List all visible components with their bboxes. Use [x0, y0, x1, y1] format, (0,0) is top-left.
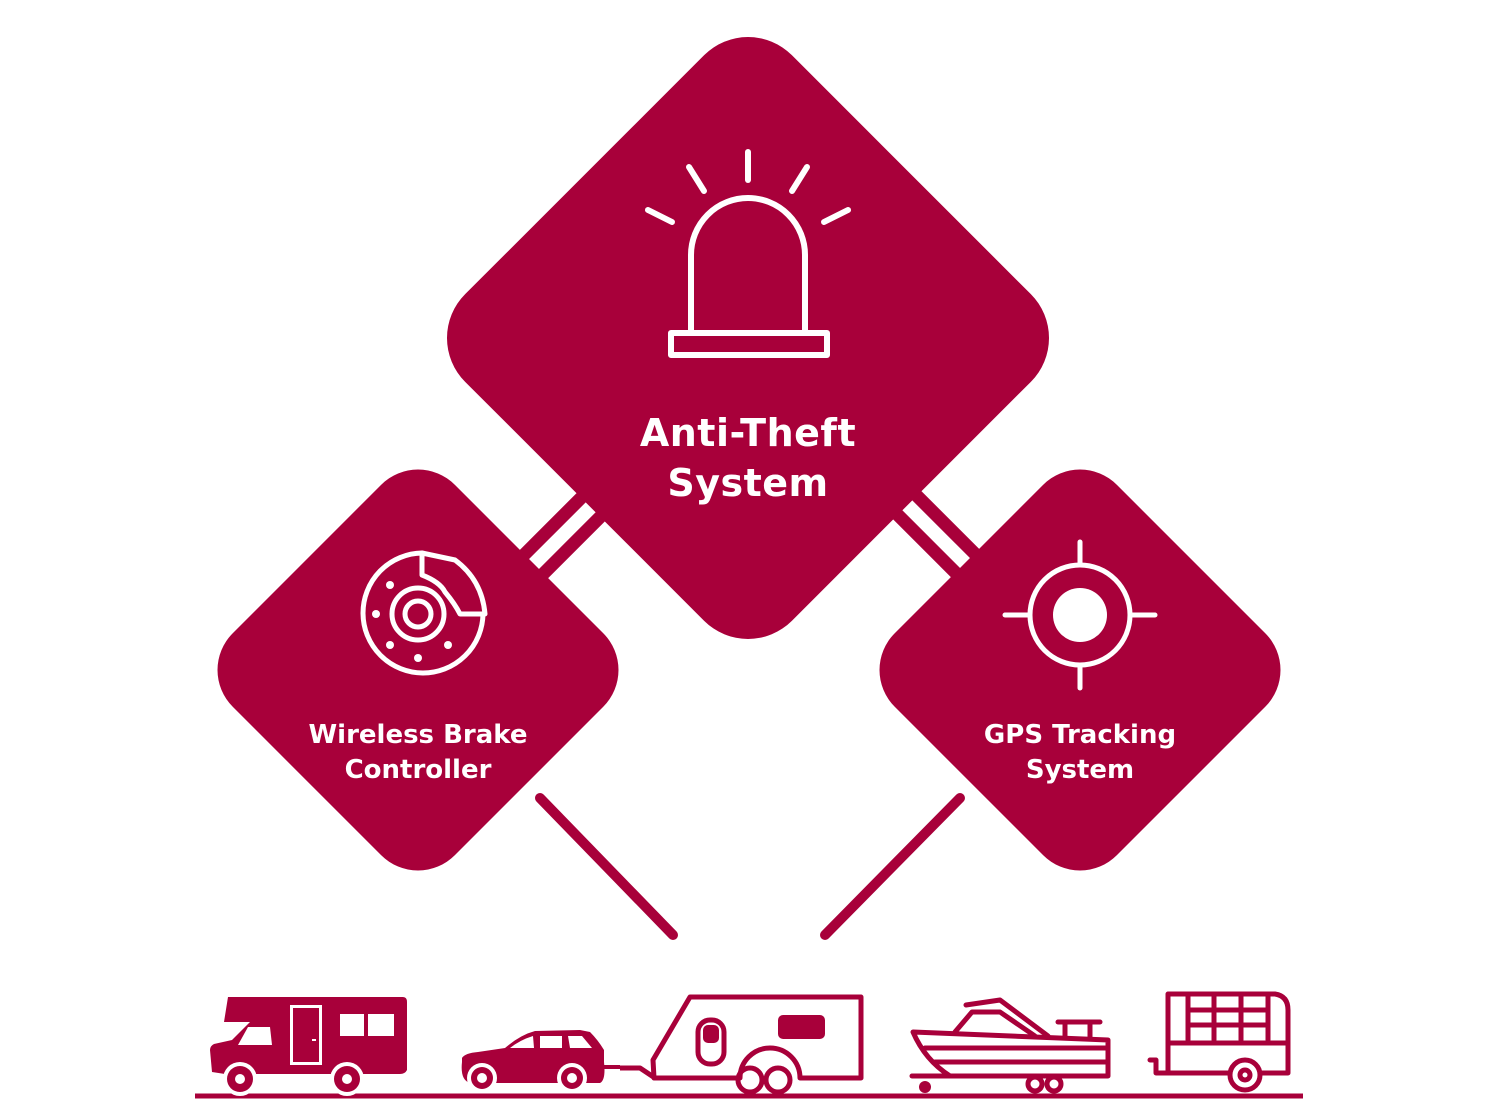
pointer-line-left [535, 793, 678, 940]
feature-title-line: GPS Tracking [983, 720, 1177, 750]
feature-title-line: Anti-Theft [639, 411, 857, 455]
car-icon [461, 1030, 620, 1093]
feature-title-line: Wireless Brake [308, 720, 528, 750]
caravan-window [703, 1015, 825, 1043]
brake-disc-icon [360, 550, 488, 676]
boat-trailer-icon [909, 997, 1111, 1094]
feature-title-anti-theft: Anti-Theft System [598, 408, 898, 508]
siren-alarm-icon [645, 149, 851, 358]
feature-title-line: Controller [344, 755, 492, 785]
gps-target-center [1053, 588, 1107, 642]
feature-title-line: System [667, 461, 829, 505]
pointer-line-right [820, 793, 965, 940]
cage-trailer-icon [1147, 991, 1291, 1093]
boat-jockey-wheel [919, 1081, 931, 1093]
caravan-icon [620, 994, 864, 1095]
brake-disc-bolts [372, 581, 452, 662]
gps-target-icon [1002, 539, 1158, 691]
feature-title-line: System [1025, 755, 1135, 785]
feature-title-gps-tracking: GPS Tracking System [950, 718, 1210, 788]
diamond-anti-theft [446, 36, 1050, 640]
motorhome-icon [210, 997, 407, 1096]
diamond-wireless-brake [217, 469, 619, 871]
feature-title-wireless-brake: Wireless Brake Controller [288, 718, 548, 788]
